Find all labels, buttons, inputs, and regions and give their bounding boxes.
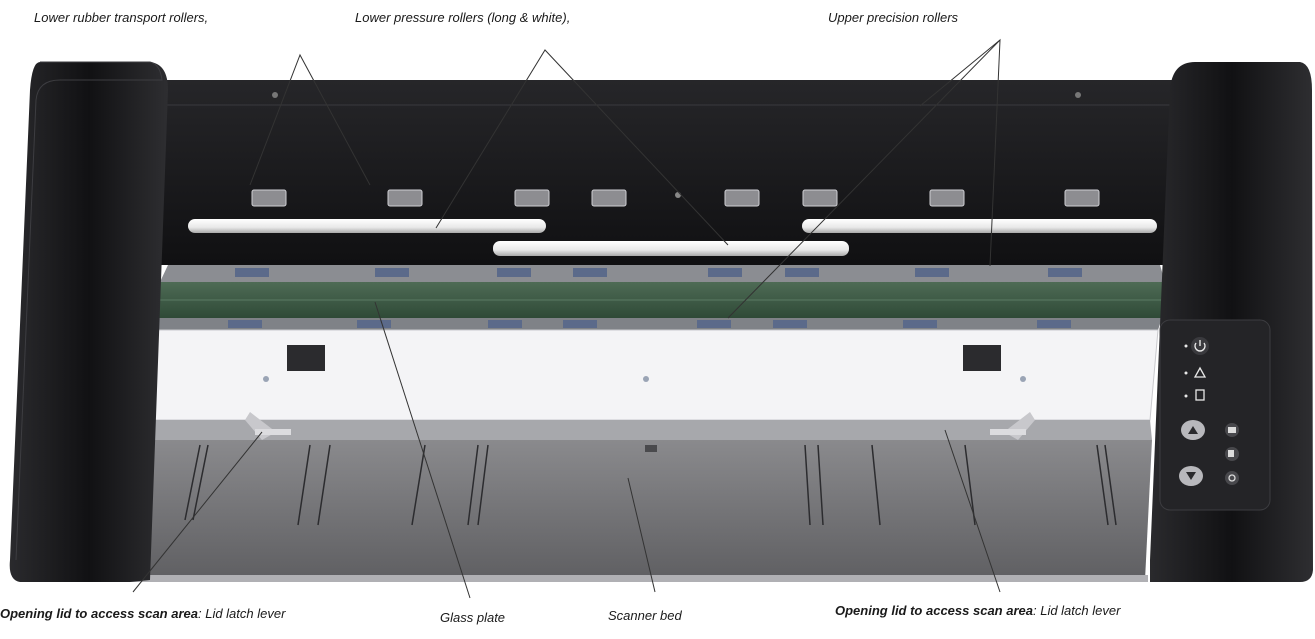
leader-lower-pressure (435, 49, 729, 246)
folder-icon (1225, 423, 1239, 437)
glass-lower-strip (152, 318, 1162, 330)
label-lid-latch-left-rest: : Lid latch lever (197, 606, 286, 621)
glass-plate (156, 282, 1165, 318)
lid-panel (144, 329, 1159, 421)
right-end-cap (1150, 62, 1313, 582)
leader-lower-rubber (249, 53, 371, 186)
leader-upper-precision-b (919, 39, 1001, 107)
label-lid-latch-right-bold: Opening lid to access scan area (835, 603, 1033, 618)
label-lid-latch-left-bold: Opening lid to access scan area (0, 606, 198, 621)
leader-lid-left (132, 431, 263, 593)
document-icon (1184, 389, 1205, 401)
label-scanner-bed: Scanner bed (608, 608, 682, 623)
sensor-dot (675, 192, 681, 198)
down-arrow-button-icon (1179, 466, 1203, 486)
upper-precision-rollers (160, 265, 1165, 282)
leader-lid-right (944, 429, 1001, 593)
left-end-cap (9, 61, 169, 582)
copy-icon (1225, 447, 1239, 461)
callout-lines (132, 38, 1001, 599)
lower-rubber-transport-rollers (251, 189, 1100, 207)
power-icon (1184, 337, 1209, 355)
label-lower-rubber-transport-rollers: Lower rubber transport rollers, (34, 10, 209, 25)
leader-scanner-bed (627, 477, 656, 593)
label-lid-latch-right: Opening lid to access scan area: Lid lat… (835, 603, 1120, 619)
label-lid-latch-left: Opening lid to access scan area: Lid lat… (0, 606, 285, 622)
scanner-bed-surface (128, 440, 1152, 582)
back-housing (150, 80, 1190, 265)
control-panel (1179, 337, 1239, 486)
up-arrow-button-icon (1181, 420, 1205, 440)
label-lid-latch-right-rest: : Lid latch lever (1032, 603, 1121, 618)
leader-glass-plate (374, 301, 471, 599)
lower-pressure-rollers (188, 219, 1157, 256)
warning-icon (1184, 366, 1207, 378)
front-bar (140, 412, 1152, 440)
label-glass-plate: Glass plate (440, 610, 506, 625)
label-upper-precision-rollers: Upper precision rollers (828, 10, 959, 25)
settings-icon (1225, 471, 1239, 485)
label-lower-pressure-rollers: Lower pressure rollers (long & white), (355, 10, 571, 25)
